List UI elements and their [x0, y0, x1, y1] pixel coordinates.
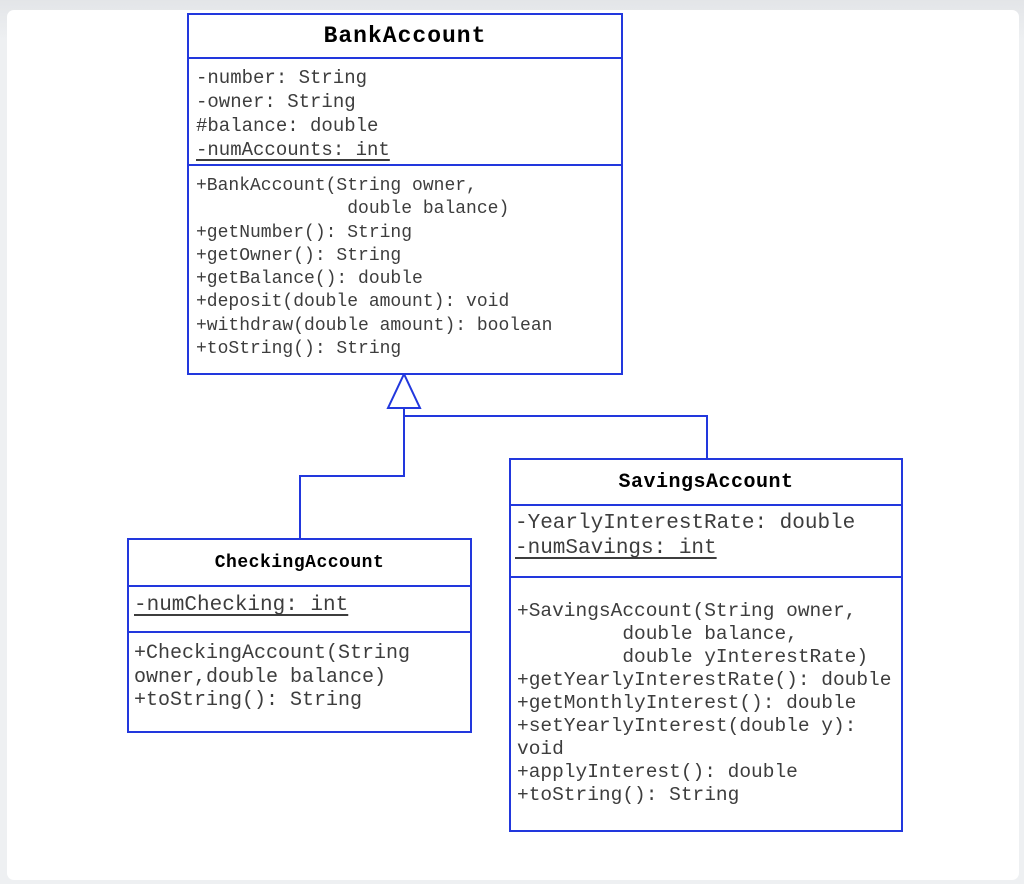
attribute-line: -YearlyInterestRate: double — [515, 512, 856, 535]
method-line: +BankAccount(String owner, — [196, 176, 477, 196]
method-line: +getBalance(): double — [196, 269, 423, 290]
class-box-checkingaccount: CheckingAccount -numChecking: int +Check… — [127, 538, 472, 733]
attribute-line: -owner: String — [196, 91, 356, 113]
generalization-branch-checking — [299, 475, 404, 539]
class-box-bankaccount: BankAccount -number: String-owner: Strin… — [187, 13, 623, 375]
method-line: +CheckingAccount(String — [134, 642, 411, 665]
method-line: +applyInterest(): double — [517, 761, 798, 783]
generalization-arrowhead-icon — [386, 371, 422, 409]
method-line: +getMonthlyInterest(): double — [517, 692, 857, 714]
attribute-line: -number: String — [196, 67, 368, 89]
method-line: +setYearlyInterest(double y): — [517, 715, 857, 737]
method-line: +toString(): String — [517, 784, 740, 806]
class-title-savingsaccount: SavingsAccount — [618, 470, 794, 494]
method-line: owner,double balance) — [134, 665, 387, 689]
method-line: +SavingsAccount(String owner, — [517, 600, 857, 622]
method-line: +getYearlyInterestRate(): double — [517, 669, 892, 691]
method-line: +toString(): String — [196, 339, 402, 360]
methods-compartment-savingsaccount: +SavingsAccount(String owner, double bal… — [511, 576, 901, 830]
method-line: double balance) — [196, 199, 510, 220]
method-line: +deposit(double amount): void — [196, 292, 510, 313]
class-title-bankaccount: BankAccount — [323, 23, 487, 49]
attribute-line: #balance: double — [196, 115, 379, 137]
attributes-compartment-bankaccount: -number: String-owner: String#balance: d… — [189, 57, 621, 164]
generalization-branch-savings — [404, 415, 708, 459]
method-line: +withdraw(double amount): boolean — [196, 315, 553, 336]
method-line: +toString(): String — [134, 689, 363, 712]
method-line: +getOwner(): String — [196, 245, 402, 266]
method-line: void — [517, 738, 564, 760]
methods-compartment-bankaccount: +BankAccount(String owner, double balanc… — [189, 164, 621, 373]
attributes-compartment-savingsaccount: -YearlyInterestRate: double-numSavings: … — [511, 504, 901, 576]
attribute-line: -numAccounts: int — [196, 139, 390, 161]
diagram-canvas: BankAccount -number: String-owner: Strin… — [7, 10, 1019, 880]
method-line: +getNumber(): String — [196, 222, 413, 243]
method-line: double yInterestRate) — [517, 646, 869, 668]
class-title-checkingaccount: CheckingAccount — [214, 552, 385, 573]
attributes-compartment-checkingaccount: -numChecking: int — [129, 585, 470, 631]
attribute-line: -numSavings: int — [515, 537, 717, 560]
class-box-savingsaccount: SavingsAccount -YearlyInterestRate: doub… — [509, 458, 903, 832]
attribute-line: -numChecking: int — [134, 594, 349, 617]
method-line: double balance, — [517, 623, 798, 645]
